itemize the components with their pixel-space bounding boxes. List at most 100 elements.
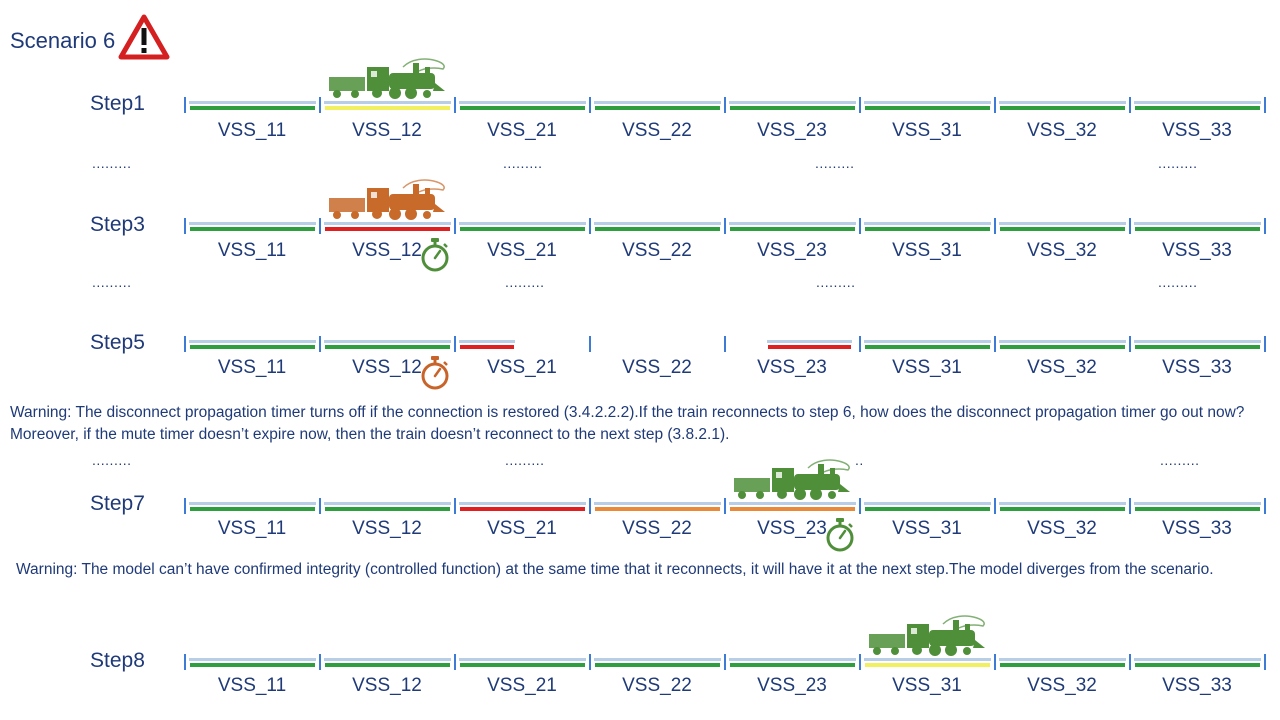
vss-label: VSS_33 — [1162, 675, 1232, 696]
vss-label: VSS_33 — [1162, 518, 1232, 539]
vss-state-bar-free — [595, 106, 720, 110]
vss-track-rail — [729, 502, 856, 505]
ellipsis-marker: .. — [855, 452, 864, 468]
segment-boundary-tick — [184, 498, 186, 514]
vss-label: VSS_23 — [757, 675, 827, 696]
segment-boundary-tick — [184, 218, 186, 234]
vss-track-rail — [189, 340, 316, 343]
segment-boundary-tick — [184, 336, 186, 352]
segment-boundary-tick — [319, 654, 321, 670]
vss-state-bar-free — [730, 663, 855, 667]
vss-track-rail — [594, 222, 721, 225]
segment-boundary-tick — [1264, 336, 1266, 352]
vss-state-bar-free — [1135, 106, 1260, 110]
vss-state-bar-occupied — [460, 507, 585, 511]
vss-track-rail — [1134, 658, 1261, 661]
vss-label: VSS_32 — [1027, 357, 1097, 378]
vss-track-rail — [459, 340, 515, 343]
vss-state-bar-free — [730, 227, 855, 231]
segment-boundary-tick — [1129, 654, 1131, 670]
segment-boundary-tick — [724, 97, 726, 113]
vss-state-bar-free — [190, 227, 315, 231]
vss-label: VSS_12 — [352, 357, 422, 378]
vss-state-bar-free — [865, 507, 990, 511]
vss-label: VSS_22 — [622, 518, 692, 539]
step-label: Step1 — [90, 92, 145, 115]
step-label: Step8 — [90, 649, 145, 672]
vss-state-bar-free — [730, 106, 855, 110]
stopwatch-icon — [419, 238, 451, 272]
vss-track-rail — [459, 222, 586, 225]
vss-state-bar-free — [1000, 345, 1125, 349]
steam-locomotive-icon — [865, 614, 989, 663]
vss-track-rail — [999, 658, 1126, 661]
vss-label: VSS_11 — [217, 357, 287, 378]
segment-boundary-tick — [319, 498, 321, 514]
warning-text-2: Warning: The model can’t have confirmed … — [16, 561, 1214, 578]
segment-boundary-tick — [724, 654, 726, 670]
ellipsis-marker: ......... — [505, 452, 545, 468]
vss-state-bar-free — [1000, 507, 1125, 511]
segment-boundary-tick — [454, 498, 456, 514]
vss-track-rail — [864, 502, 991, 505]
vss-track-rail — [1134, 222, 1261, 225]
vss-track-rail — [459, 658, 586, 661]
segment-boundary-tick — [589, 97, 591, 113]
stopwatch-icon — [419, 356, 451, 390]
vss-label: VSS_12 — [352, 518, 422, 539]
vss-track-rail — [767, 340, 852, 343]
vss-state-bar-free — [460, 227, 585, 231]
vss-state-bar-free — [865, 227, 990, 231]
vss-track-rail — [324, 222, 451, 225]
vss-label: VSS_11 — [217, 518, 287, 539]
vss-track-rail — [729, 658, 856, 661]
vss-label: VSS_23 — [757, 120, 827, 141]
vss-state-bar-free — [325, 507, 450, 511]
warning-triangle-icon — [118, 14, 170, 60]
vss-label: VSS_21 — [487, 357, 557, 378]
vss-label: VSS_31 — [892, 675, 962, 696]
vss-state-bar-free — [460, 106, 585, 110]
vss-state-bar-free — [595, 663, 720, 667]
segment-boundary-tick — [1129, 498, 1131, 514]
vss-label: VSS_22 — [622, 120, 692, 141]
vss-track-rail — [324, 502, 451, 505]
vss-state-bar-free — [1000, 227, 1125, 231]
ellipsis-marker: ......... — [92, 155, 132, 171]
vss-track-rail — [729, 222, 856, 225]
vss-label: VSS_23 — [757, 518, 827, 539]
segment-boundary-tick — [589, 336, 591, 352]
ellipsis-marker: ......... — [503, 155, 543, 171]
segment-boundary-tick — [589, 654, 591, 670]
vss-track-rail — [1134, 101, 1261, 104]
steam-locomotive-icon — [325, 178, 449, 227]
vss-state-bar-free — [190, 345, 315, 349]
step-label: Step3 — [90, 213, 145, 236]
vss-state-bar-free — [1135, 663, 1260, 667]
steam-locomotive-icon — [325, 57, 449, 106]
segment-boundary-tick — [1129, 336, 1131, 352]
vss-track-rail — [189, 658, 316, 661]
vss-track-rail — [864, 222, 991, 225]
segment-boundary-tick — [724, 336, 726, 352]
vss-label: VSS_23 — [757, 357, 827, 378]
vss-track-rail — [459, 502, 586, 505]
vss-label: VSS_32 — [1027, 675, 1097, 696]
ellipsis-marker: ......... — [92, 452, 132, 468]
warning-text-1: Warning: The disconnect propagation time… — [10, 404, 1245, 443]
vss-track-rail — [594, 101, 721, 104]
stopwatch-icon — [824, 518, 856, 552]
vss-state-bar-free — [1000, 663, 1125, 667]
segment-boundary-tick — [859, 97, 861, 113]
vss-label: VSS_11 — [217, 240, 287, 261]
vss-track-rail — [999, 502, 1126, 505]
segment-boundary-tick — [1129, 218, 1131, 234]
vss-track-rail — [324, 658, 451, 661]
vss-state-bar-occupied-partial — [460, 345, 514, 349]
scenario-title: Scenario 6 — [10, 28, 116, 53]
vss-label: VSS_22 — [622, 675, 692, 696]
segment-boundary-tick — [1264, 654, 1266, 670]
vss-state-bar-free — [325, 345, 450, 349]
vss-label: VSS_11 — [217, 120, 287, 141]
segment-boundary-tick — [454, 654, 456, 670]
